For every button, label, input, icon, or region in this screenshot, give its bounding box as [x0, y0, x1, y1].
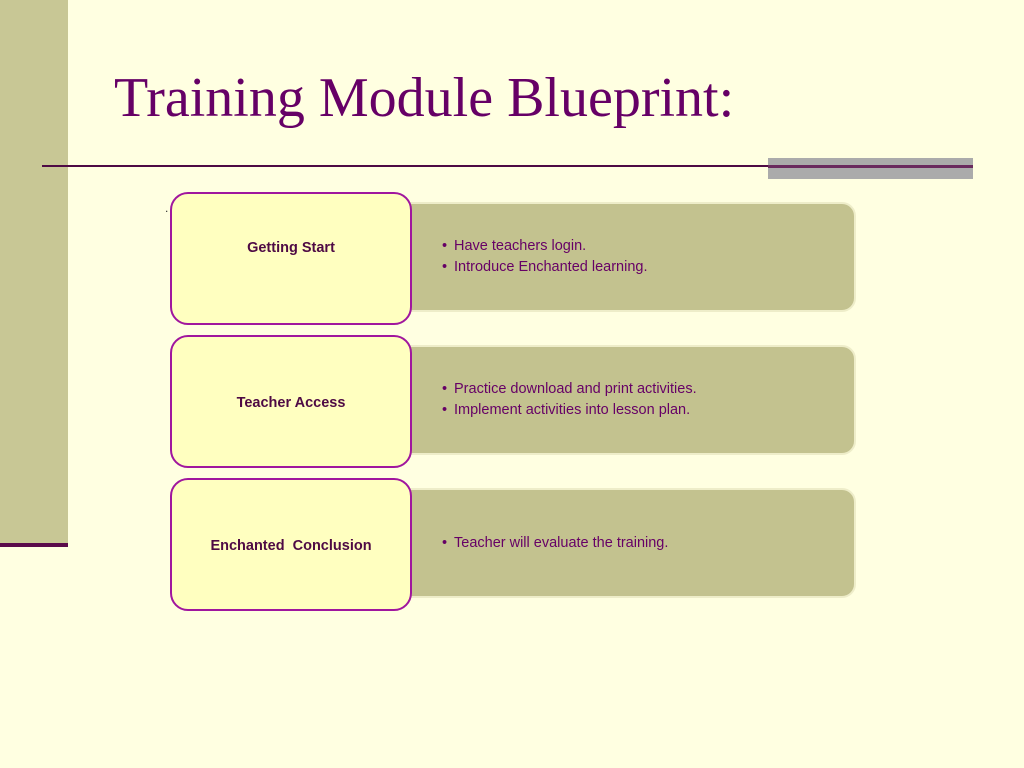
stray-mark: . — [165, 201, 169, 215]
step-detail-panel: Have teachers login. Introduce Enchanted… — [390, 202, 856, 312]
step-detail-item: Introduce Enchanted learning. — [442, 257, 647, 278]
step-detail-list: Teacher will evaluate the training. — [442, 533, 668, 554]
step-detail-panel: Teacher will evaluate the training. — [390, 488, 856, 598]
step-detail-item: Have teachers login. — [442, 236, 647, 257]
process-step: Have teachers login. Introduce Enchanted… — [170, 192, 860, 330]
step-detail-list: Practice download and print activities. … — [442, 379, 697, 421]
step-box: Getting Start — [170, 192, 412, 325]
step-label: Getting Start — [247, 240, 335, 256]
left-band-rule — [0, 543, 68, 547]
step-label: Enchanted Conclusion — [210, 538, 372, 554]
left-decorative-band — [0, 0, 68, 545]
slide-title: Training Module Blueprint: — [114, 67, 735, 129]
process-step: Practice download and print activities. … — [170, 335, 860, 473]
process-step: Teacher will evaluate the training. Ench… — [170, 478, 860, 616]
step-detail-item: Implement activities into lesson plan. — [442, 400, 697, 421]
step-box: Teacher Access — [170, 335, 412, 468]
title-divider — [42, 165, 973, 167]
step-detail-item: Teacher will evaluate the training. — [442, 533, 668, 554]
step-label: Teacher Access — [236, 395, 346, 411]
title-divider-accent-line — [768, 165, 973, 168]
process-diagram: Have teachers login. Introduce Enchanted… — [170, 192, 860, 621]
step-box: Enchanted Conclusion — [170, 478, 412, 611]
step-detail-panel: Practice download and print activities. … — [390, 345, 856, 455]
title-divider-accent — [768, 158, 973, 179]
step-detail-list: Have teachers login. Introduce Enchanted… — [442, 236, 647, 278]
step-detail-item: Practice download and print activities. — [442, 379, 697, 400]
